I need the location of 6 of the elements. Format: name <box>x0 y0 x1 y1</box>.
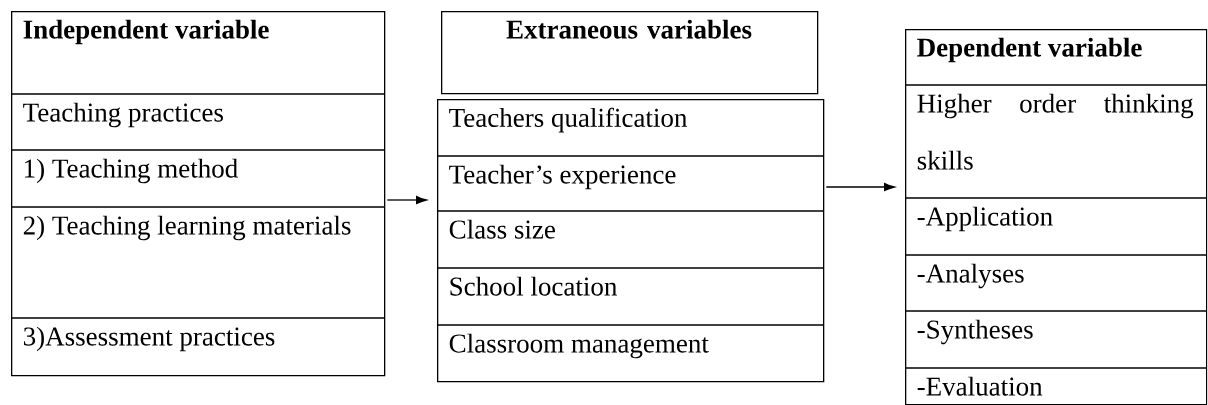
arrow <box>825 182 895 192</box>
variable-table: Teachers qualification Teacher’s experience Class size School location Classroom management <box>436 99 825 383</box>
variable-table: Dependent variable Higher order thinking skills -Application -Analyses -Syntheses -Evaluation <box>904 29 1208 405</box>
heading-box: Extraneous variables <box>441 11 819 95</box>
arrow <box>386 195 427 205</box>
variable-table: Independent variable Teaching practices 1) Teaching method 2) Teaching learning materials 3)Assessment practices <box>10 11 386 377</box>
